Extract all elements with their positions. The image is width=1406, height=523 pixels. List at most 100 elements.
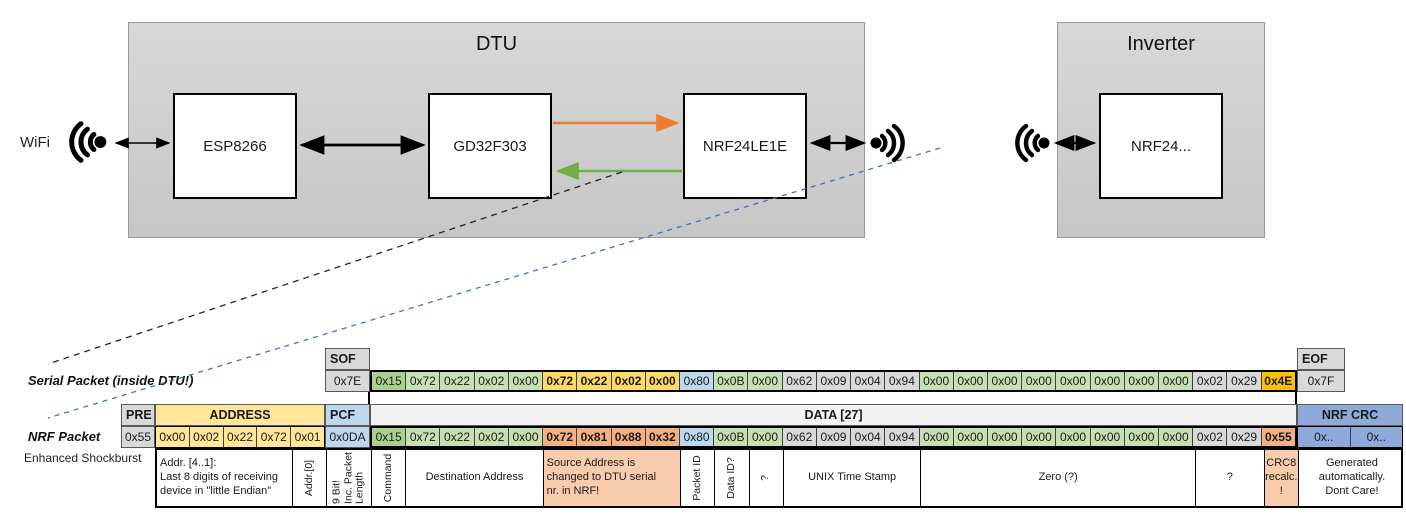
- byte-cell: 0x72: [543, 428, 578, 446]
- byte-cell: 0x00: [1090, 372, 1125, 390]
- byte-cell: 0x88: [611, 428, 646, 446]
- byte-cell: 0x00: [748, 428, 783, 446]
- annotation-cell: Addr.[0]: [293, 450, 327, 506]
- byte-cell: 0x04: [851, 428, 886, 446]
- byte-cell: 0x29: [1227, 428, 1262, 446]
- annotation-cell: Source Address is changed to DTU serial …: [543, 450, 681, 506]
- byte-cell: 0x00: [1090, 428, 1125, 446]
- annotation-cell: Addr. [4..1]: Last 8 digits of receiving…: [157, 450, 293, 506]
- nrf-pre-value: 0x55: [121, 426, 155, 448]
- chip-esp8266: ESP8266: [173, 93, 297, 199]
- inverter-radio-antenna-icon: [1015, 123, 1050, 163]
- byte-cell: 0x72: [543, 372, 578, 390]
- chip-inverter-nrf24-label: NRF24...: [1130, 137, 1191, 155]
- data-align-connector-left: [368, 392, 370, 404]
- wifi-label: WiFi: [20, 134, 50, 151]
- byte-cell: 0x00: [508, 372, 544, 390]
- byte-cell: 0x02: [611, 372, 646, 390]
- byte-cell: 0x62: [782, 372, 817, 390]
- annotation-cell: ?: [1196, 450, 1265, 506]
- annotation-cell: Zero (?): [921, 450, 1196, 506]
- byte-cell: 0x00: [987, 428, 1023, 446]
- nrf-annotation-row: Addr. [4..1]: Last 8 digits of receiving…: [155, 448, 1403, 508]
- byte-cell: 0x72: [406, 428, 441, 446]
- byte-cell: 0x02: [1193, 372, 1228, 390]
- nrf-data-header: DATA [27]: [370, 404, 1297, 426]
- byte-cell: 0x01: [291, 427, 324, 447]
- data-align-connector-right: [1295, 392, 1297, 404]
- byte-cell: 0x22: [577, 372, 612, 390]
- inverter-container: Inverter: [1057, 22, 1265, 238]
- nrf-crc-header: NRF CRC: [1297, 404, 1403, 426]
- byte-cell: 0x00: [1159, 372, 1194, 390]
- annotation-cell: Command: [372, 450, 407, 506]
- chip-nrf24le1e-label: NRF24LE1E: [702, 137, 788, 155]
- byte-cell: 0x00: [156, 427, 190, 447]
- byte-cell: 0x00: [645, 372, 680, 390]
- wifi-antenna-icon: [69, 121, 107, 163]
- byte-cell: 0x00: [1022, 428, 1057, 446]
- byte-cell: 0x22: [223, 427, 258, 447]
- byte-cell: 0x00: [508, 428, 544, 446]
- byte-cell: 0x29: [1227, 372, 1262, 390]
- byte-cell: 0x00: [1056, 372, 1091, 390]
- byte-cell: 0x00: [953, 372, 988, 390]
- byte-cell: 0x72: [406, 372, 441, 390]
- byte-cell: 0x02: [189, 427, 224, 447]
- byte-cell: 0x55: [1261, 428, 1295, 446]
- byte-cell: 0x94: [885, 372, 920, 390]
- chip-inverter-nrf24: NRF24...: [1099, 93, 1223, 199]
- serial-sof-value: 0x7E: [325, 370, 370, 392]
- byte-cell: 0x02: [1193, 428, 1228, 446]
- nrf-crc-bytes-row: 0x..0x..: [1297, 426, 1403, 448]
- nrf-pre-header: PRE: [121, 404, 155, 426]
- byte-cell: 0x00: [748, 372, 783, 390]
- byte-cell: 0x00: [1159, 428, 1194, 446]
- byte-cell: 0x80: [679, 372, 715, 390]
- annotation-cell: 9 Bit! Inc. Packet Length: [327, 450, 372, 506]
- nrf-pcf-value: 0x0DA: [325, 426, 370, 448]
- serial-eof-header: EOF: [1297, 348, 1345, 370]
- dtu-title: DTU: [475, 33, 518, 55]
- chip-esp8266-label: ESP8266: [203, 137, 267, 155]
- serial-sof-header: SOF: [325, 348, 370, 370]
- byte-cell: 0x00: [1124, 428, 1160, 446]
- byte-cell: 0x80: [679, 428, 715, 446]
- nrf-packet-label: NRF Packet: [28, 429, 101, 444]
- byte-cell: 0x04: [851, 372, 886, 390]
- byte-cell: 0x0B: [714, 428, 749, 446]
- annotation-cell: ?: [750, 450, 784, 506]
- byte-cell: 0x00: [1022, 372, 1057, 390]
- byte-cell: 0x15: [372, 428, 407, 446]
- annotation-cell: Packet ID: [681, 450, 716, 506]
- byte-cell: 0x02: [474, 372, 509, 390]
- byte-cell: 0x0B: [714, 372, 749, 390]
- annotation-cell: Destination Address: [406, 450, 544, 506]
- serial-eof-value: 0x7F: [1297, 370, 1345, 392]
- chip-nrf24le1e: NRF24LE1E: [683, 93, 807, 199]
- byte-cell: 0x09: [816, 428, 852, 446]
- dtu-radio-antenna-icon: [870, 123, 905, 163]
- serial-packet-label: Serial Packet (inside DTU!): [28, 373, 194, 388]
- byte-cell: 0x00: [1056, 428, 1091, 446]
- inverter-title: Inverter: [1127, 33, 1195, 55]
- byte-cell: 0x..: [1350, 427, 1402, 447]
- annotation-cell: Generated automatically. Dont Care!: [1318, 457, 1386, 497]
- byte-cell: 0x00: [987, 372, 1023, 390]
- byte-cell: 0x00: [1124, 372, 1160, 390]
- nrf-pcf-header: PCF: [325, 404, 370, 426]
- byte-cell: 0x22: [440, 428, 475, 446]
- nrf-packet-sublabel: Enhanced Shockburst: [24, 451, 142, 465]
- byte-cell: 0x15: [372, 372, 407, 390]
- annotation-cell: Data ID?: [715, 450, 750, 506]
- byte-cell: 0x32: [645, 428, 680, 446]
- byte-cell: 0x00: [919, 428, 954, 446]
- byte-cell: 0x02: [474, 428, 509, 446]
- chip-gd32f303: GD32F303: [428, 93, 552, 199]
- byte-cell: 0x22: [440, 372, 475, 390]
- byte-cell: 0x81: [577, 428, 612, 446]
- annotation-cell: CRC8 recalc. !: [1264, 450, 1299, 506]
